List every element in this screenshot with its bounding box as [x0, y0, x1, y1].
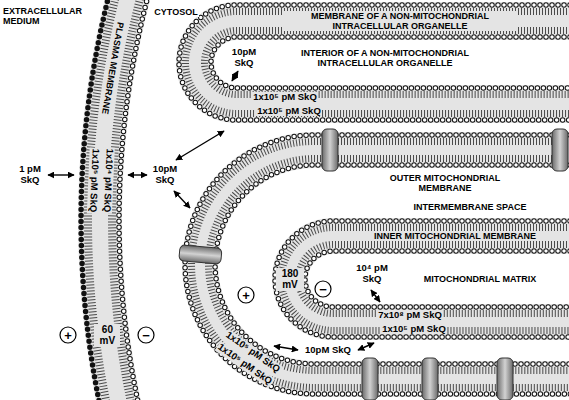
- exchange-arrow: [358, 343, 374, 350]
- charge-sign: −: [141, 329, 151, 342]
- lipid-tails: [205, 31, 569, 95]
- exchange-arrow: [176, 131, 224, 160]
- region-label: CYTOSOL: [153, 7, 198, 17]
- voltage-label: 180 mV: [276, 268, 304, 291]
- lipid-heads: [275, 221, 569, 337]
- concentration-label: 1x10⁵ pM SkQ: [252, 92, 318, 103]
- concentration-label: 1x10⁵ pM SkQ: [256, 106, 322, 117]
- lipid-heads: [215, 165, 569, 364]
- concentration-label: 1x10⁴ pM SkQ: [101, 147, 115, 213]
- charge-circle: [238, 287, 254, 303]
- outer-mitochondrial-membrane: [185, 135, 569, 394]
- region-label: INTERMEMBRANE SPACE: [413, 202, 528, 212]
- lipid-tails: [192, 142, 569, 388]
- lipid-heads: [179, 5, 569, 120]
- concentration-label: 1 pM SkQ: [15, 164, 45, 186]
- concentration-label: 1x10⁵ pM SkQ: [87, 147, 101, 213]
- membrane-label: MEMBRANE OF A NON-MITOCHONDRIAL INTRACEL…: [284, 11, 516, 32]
- concentration-label: 1x10⁵ pM SkQ: [381, 324, 447, 335]
- membrane-band: [290, 236, 569, 322]
- concentration-label: 10pM SkQ: [148, 164, 182, 186]
- charge-circle: [138, 327, 154, 343]
- concentration-label: 10pM SkQ: [228, 47, 260, 69]
- lipid-heads: [179, 5, 569, 120]
- membrane-label: PLASMA MEMBRANE: [100, 20, 126, 116]
- lipid-heads: [211, 37, 569, 88]
- lipid-heads: [275, 221, 569, 337]
- lipid-tails: [186, 12, 569, 114]
- charge-sign: +: [63, 329, 73, 342]
- porin-channel: [552, 129, 568, 171]
- voltage-label: 60 mV: [94, 324, 120, 347]
- porin-channel: [179, 245, 222, 265]
- organelle-membrane: [179, 5, 569, 120]
- charge-circle: [60, 327, 76, 343]
- lipid-tails: [299, 245, 569, 314]
- exchange-arrows: [48, 71, 380, 350]
- lipid-tails: [209, 159, 569, 371]
- concentration-label: 10pM SkQ: [304, 345, 352, 356]
- lipid-tails: [282, 228, 569, 331]
- exchange-arrow: [128, 174, 147, 175]
- region-label: INTERIOR OF A NON-MITOCHONDRIAL INTRACEL…: [269, 48, 501, 69]
- membrane-band: [195, 21, 569, 104]
- concentration-label: 7x10⁸ pM SkQ: [377, 310, 443, 321]
- inner-mitochondrial-membrane: [275, 221, 569, 337]
- region-label: EXTRACELLULAR MEDIUM: [2, 6, 92, 27]
- porin-channel: [422, 358, 438, 400]
- membrane-band: [200, 150, 569, 379]
- lipid-heads: [215, 165, 569, 364]
- charge-sign: +: [241, 289, 251, 302]
- porin-channel: [497, 358, 513, 400]
- charge-circle: [315, 281, 331, 297]
- membrane-label: OUTER MITOCHONDRIAL MEMBRANE: [369, 173, 521, 194]
- exchange-arrow: [48, 174, 74, 175]
- porin-channel: [362, 358, 378, 400]
- region-label: MITOCHONDRIAL MATRIX: [423, 274, 538, 284]
- porins: [179, 129, 568, 400]
- porin-channel: [322, 129, 338, 171]
- exchange-arrow: [274, 346, 298, 350]
- lipid-heads: [185, 135, 569, 394]
- membrane-label: INNER MITOCHONDRIAL MEMBRANE: [369, 231, 541, 241]
- lipid-heads: [211, 37, 569, 88]
- lipid-heads: [185, 135, 569, 394]
- concentration-label: 10⁴ pM SkQ: [349, 263, 395, 285]
- exchange-arrow: [371, 290, 380, 302]
- exchange-arrow: [232, 71, 238, 81]
- exchange-arrow: [174, 191, 190, 208]
- lipid-heads: [305, 251, 569, 307]
- charge-sign: −: [318, 283, 328, 296]
- lipid-heads: [305, 251, 569, 307]
